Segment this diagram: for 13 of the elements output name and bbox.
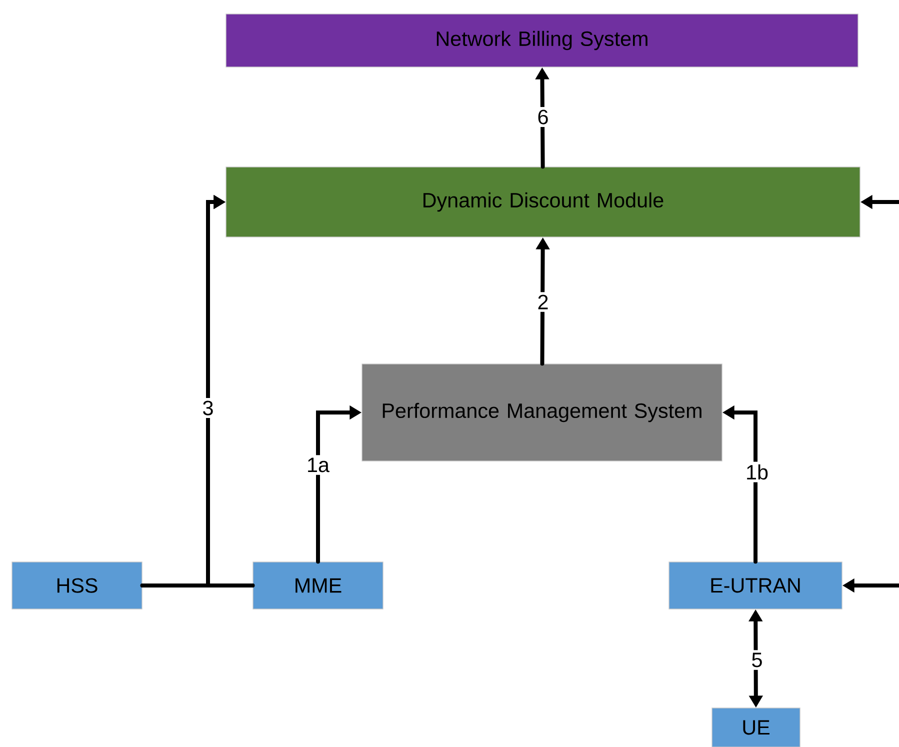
network-element-box: UE	[712, 708, 800, 747]
edge-label: 3	[200, 398, 216, 418]
network-element-box: MME	[252, 562, 384, 610]
module-box: Dynamic Discount Module	[226, 166, 860, 238]
system-box: Performance Management System	[362, 364, 722, 462]
edge-label: 1a	[304, 455, 332, 475]
edge-label: 5	[748, 650, 766, 670]
system-box: Network Billing System	[226, 14, 858, 68]
network-element-box: HSS	[12, 562, 142, 610]
edge-label: 2	[534, 292, 552, 312]
network-element-box: E-UTRAN	[668, 562, 842, 610]
edge-label: 1b	[742, 462, 772, 482]
edge-label: 6	[534, 107, 552, 127]
